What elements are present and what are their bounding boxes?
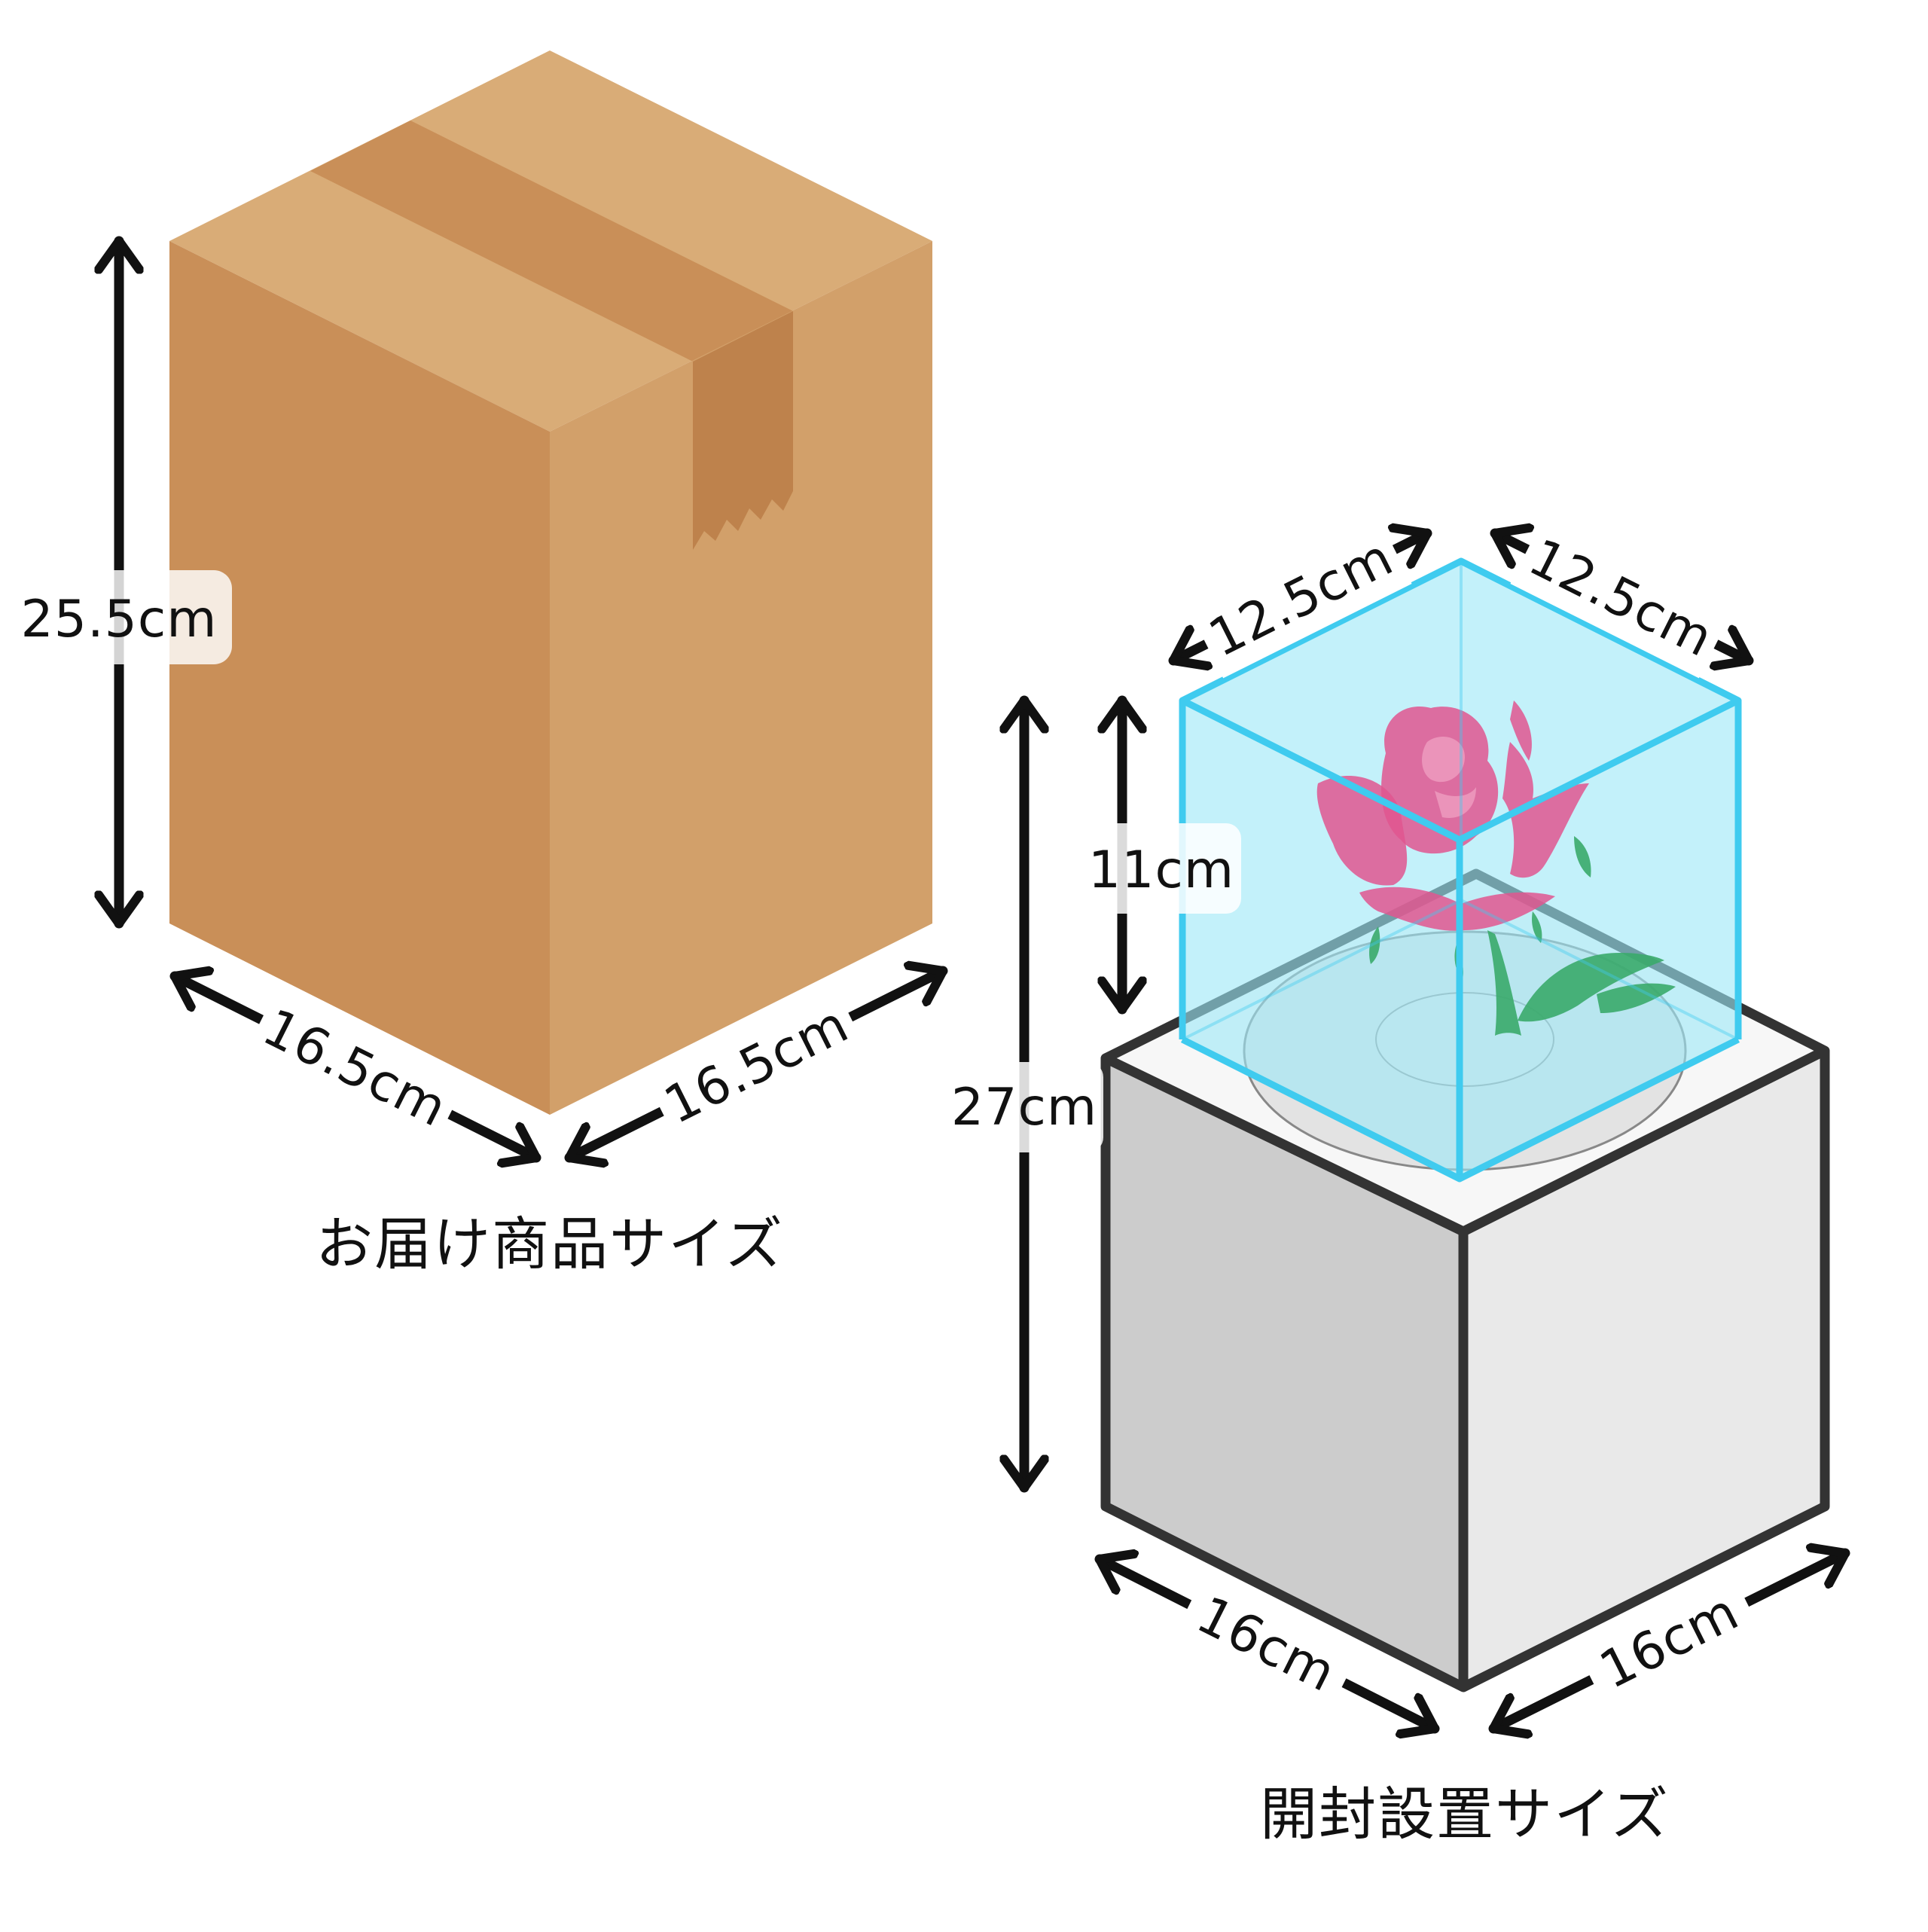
- base-width-right-dimension: 16cm: [1488, 1553, 1850, 1729]
- box-right-face: [550, 241, 932, 1115]
- box-left-face: [169, 241, 550, 1115]
- base-width-left-dimension: 16cm: [1094, 1559, 1440, 1729]
- box-height-dimension: 25.5cm: [14, 236, 232, 929]
- shipping-box: [169, 50, 932, 1115]
- total-height-dimension: 27cm: [951, 695, 1103, 1493]
- box-tape-flap: [693, 311, 793, 550]
- rose-icon: [1316, 700, 1676, 1036]
- case-height-dimension: 11cm: [1083, 695, 1241, 1015]
- display-unit-caption: 開封設置サイズ: [1260, 1781, 1670, 1848]
- base-left-face: [1106, 1058, 1463, 1687]
- box-tape-top: [310, 121, 793, 362]
- base-right-face: [1463, 1051, 1825, 1687]
- case-height-label: 11cm: [1088, 841, 1234, 900]
- total-height-label: 27cm: [951, 1078, 1097, 1137]
- box-height-label: 25.5cm: [20, 590, 217, 649]
- shipping-box-caption: お届け商品サイズ: [316, 1210, 784, 1277]
